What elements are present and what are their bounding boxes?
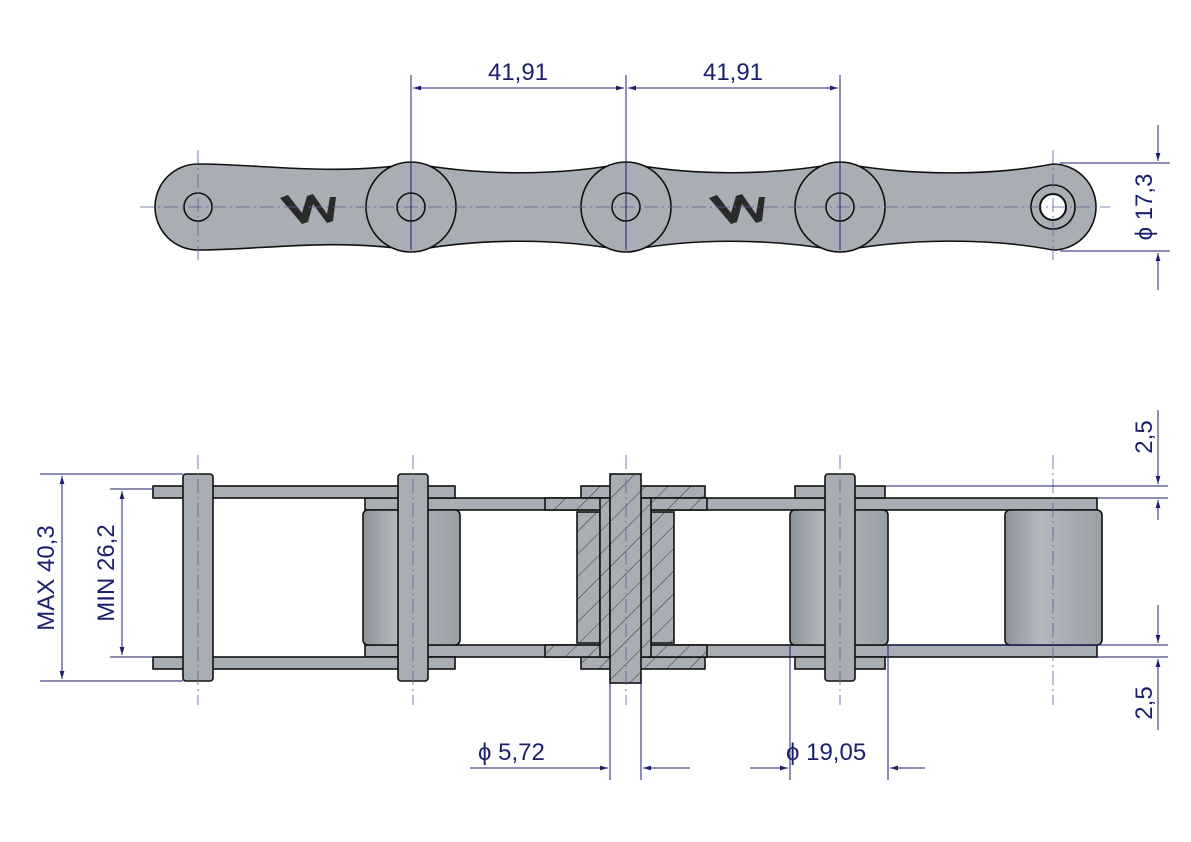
pin-section: [609, 473, 642, 684]
chain-plate: [154, 163, 412, 251]
plate-thickness-dimension: 2,5: [1131, 420, 1158, 453]
chain-top-view: MAX 40,3 MIN 26,2 2,5 2,5 ϕ 5,72 ϕ 19,05: [33, 410, 1168, 780]
plate-thickness-dimension: 2,5: [1131, 686, 1158, 719]
min-width-dimension: MIN 26,2: [93, 524, 120, 621]
chain-side-view: 41,91 41,91 ϕ 17,3: [140, 59, 1170, 290]
outer-plate: [152, 485, 456, 499]
pin-diameter-dimension: ϕ 5,72: [478, 739, 545, 766]
inner-plate: [364, 644, 1098, 658]
inner-plate: [364, 497, 1098, 511]
roller-diameter-dimension: ϕ 19,05: [786, 739, 866, 766]
outer-plate: [152, 656, 456, 670]
chain-cross-section: [544, 473, 708, 684]
roller: [1004, 509, 1103, 646]
pitch-dimension: 41,91: [488, 59, 548, 86]
pitch-dimension: 41,91: [703, 59, 763, 86]
plate-height-dimension: ϕ 17,3: [1131, 174, 1158, 241]
w-logo-icon: [280, 194, 765, 224]
max-width-dimension: MAX 40,3: [33, 525, 60, 630]
